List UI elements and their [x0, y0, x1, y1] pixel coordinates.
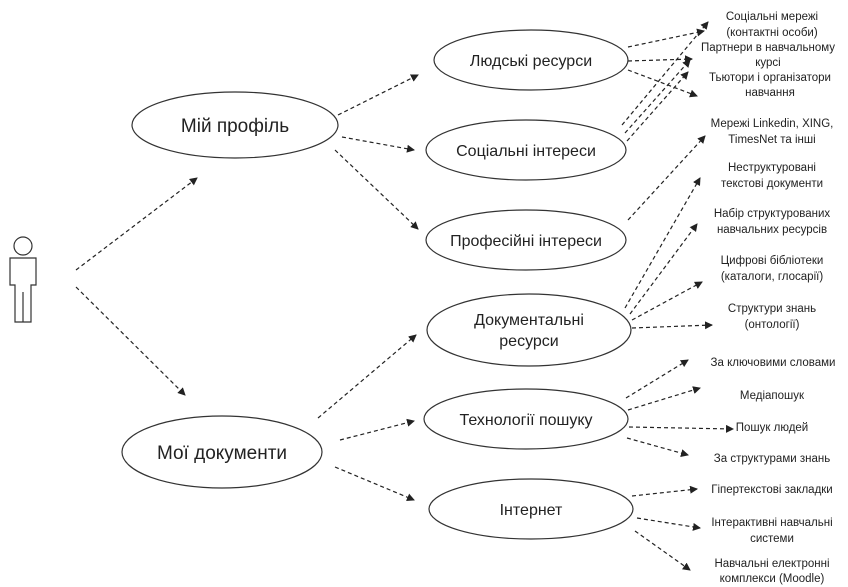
arrow-internet-l14	[636, 517, 701, 531]
leaf-tutors-1: Тьютори і організатори	[709, 72, 831, 84]
leaf-unstructured-docs-1: Неструктуровані	[728, 162, 816, 174]
leaf-digital-libraries-2: (каталоги, глосарії)	[721, 271, 824, 283]
leaf-knowledge-structures-2: (онтології)	[745, 319, 800, 331]
leaf-structured-resources-1: Набір структурованих	[714, 208, 831, 220]
node-my-profile: Мій профіль	[131, 91, 339, 159]
leaf-course-partners-1: Партнери в навчальному	[701, 42, 835, 54]
arrow-human-l2	[627, 55, 693, 64]
arrow-docs-docres	[317, 334, 417, 419]
node-internet: Інтернет	[428, 478, 634, 540]
node-my-profile-label: Мій профіль	[181, 116, 289, 137]
arrow-profile-prof	[334, 149, 419, 230]
node-human-resources-label: Людські ресурси	[470, 53, 592, 70]
arrow-internet-l13	[631, 485, 698, 497]
arrow-social-l3	[626, 71, 689, 142]
leaf-tutors-2: навчання	[745, 87, 795, 99]
arrow-docres-l8	[631, 321, 713, 330]
arrow-profile-social	[341, 136, 415, 153]
leaf-structured-resources-2: навчальних ресурсів	[717, 224, 827, 236]
leaf-e-learning-complexes-1: Навчальні електронні	[714, 558, 829, 570]
node-document-resources-label-2: ресурси	[499, 333, 558, 350]
node-professional-interests-label: Професійні інтереси	[450, 233, 602, 250]
leaf-media-search: Медіапошук	[740, 390, 805, 402]
leaf-unstructured-docs-2: текстові документи	[721, 178, 823, 190]
arrow-docres-l7	[631, 281, 703, 321]
leaf-social-networks-1: Соціальні мережі	[726, 11, 818, 23]
node-search-technologies: Технології пошуку	[423, 388, 629, 450]
node-professional-interests: Професійні інтереси	[425, 209, 627, 271]
node-my-documents: Мої документи	[121, 415, 323, 489]
leaf-linkedin-networks-2: TimesNet та інші	[728, 134, 815, 146]
node-internet-label: Інтернет	[500, 502, 563, 519]
node-human-resources: Людські ресурси	[433, 29, 629, 91]
arrow-search-l12	[626, 437, 689, 457]
node-social-interests-label: Соціальні інтереси	[456, 143, 596, 160]
arrow-social-l1	[621, 21, 709, 126]
user-actor-icon	[9, 236, 37, 323]
node-social-interests: Соціальні інтереси	[425, 119, 627, 181]
arrow-docres-l5	[624, 177, 701, 309]
arrow-search-l9	[625, 359, 689, 399]
leaf-hypertext-bookmarks: Гіпертекстові закладки	[711, 484, 833, 496]
arrow-human-l3	[627, 69, 698, 98]
leaf-labels: Соціальні мережі (контактні особи) Партн…	[701, 11, 836, 585]
leaf-people-search: Пошук людей	[736, 422, 808, 434]
arrow-actor-profile	[75, 177, 198, 271]
arrow-docres-l6	[629, 223, 698, 315]
leaf-social-networks-2: (контактні особи)	[726, 27, 817, 39]
arrow-search-l10	[627, 386, 701, 411]
arrow-actor-documents	[75, 286, 186, 396]
arrow-internet-l15	[634, 530, 691, 571]
leaf-keyword-search: За ключовими словами	[711, 357, 836, 369]
node-document-resources-label-1: Документальні	[474, 312, 584, 329]
arrow-social-l2	[624, 59, 691, 134]
arrow-profile-human	[337, 74, 419, 116]
arrow-docs-internet	[334, 466, 415, 501]
leaf-digital-libraries-1: Цифрові бібліотеки	[721, 255, 824, 267]
arrow-prof-l4	[627, 135, 706, 221]
arrows	[75, 21, 734, 571]
leaf-knowledge-structures-1: Структури знань	[728, 303, 816, 315]
leaf-course-partners-2: курсі	[755, 57, 780, 69]
arrow-search-l11	[628, 424, 734, 433]
node-my-documents-label: Мої документи	[157, 443, 287, 464]
leaf-interactive-systems-1: Інтерактивні навчальні	[711, 517, 832, 529]
leaf-interactive-systems-2: системи	[750, 533, 794, 545]
leaf-e-learning-complexes-2: комплекси (Moodle)	[720, 573, 825, 585]
node-document-resources: Документальні ресурси	[426, 293, 632, 367]
arrow-human-l1	[627, 28, 705, 48]
node-search-technologies-label: Технології пошуку	[459, 412, 592, 429]
leaf-linkedin-networks-1: Мережі Linkedin, XING,	[711, 118, 834, 130]
arrow-docs-search	[339, 418, 415, 441]
leaf-knowledge-structure-search: За структурами знань	[714, 453, 830, 465]
